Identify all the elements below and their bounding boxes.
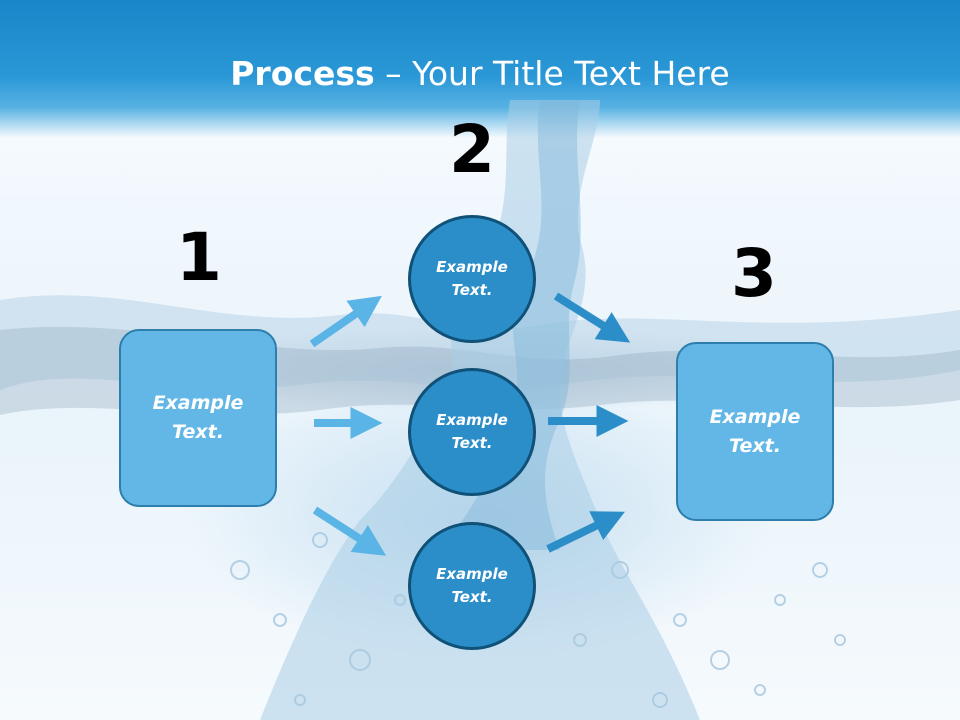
step-2-circle-middle[interactable]: Example Text.	[408, 368, 536, 496]
title-banner	[0, 0, 960, 138]
circle-top-text-line2: Text.	[451, 281, 493, 299]
title-bold: Process	[230, 54, 375, 93]
step-2-circle-top[interactable]: Example Text.	[408, 215, 536, 343]
arrow-box1-to-circle-top	[309, 295, 382, 348]
arrow-box1-to-circle-bottom	[312, 506, 387, 556]
step-1-text-line2: Text.	[172, 421, 224, 443]
step-3-text-line1: Example	[709, 405, 801, 428]
circle-middle-text-line2: Text.	[451, 434, 493, 452]
arrow-circle-bottom-to-box3	[546, 511, 625, 553]
step-number-2: 2	[449, 111, 495, 188]
step-1-text-line1: Example	[152, 392, 244, 414]
title-rest: – Your Title Text Here	[374, 54, 730, 93]
step-number-3: 3	[731, 235, 777, 312]
step-3-box[interactable]: Example Text.	[676, 342, 834, 521]
step-number-1: 1	[176, 219, 222, 296]
circle-bottom-text-line1: Example	[436, 565, 508, 583]
step-1-box[interactable]: Example Text.	[119, 329, 277, 507]
step-2-circle-bottom[interactable]: Example Text.	[408, 522, 536, 650]
circle-bottom-text-line2: Text.	[451, 588, 493, 606]
arrow-circle-top-to-box3	[553, 292, 631, 343]
circle-top-text-line1: Example	[436, 258, 508, 276]
step-3-text-line2: Text.	[729, 434, 781, 457]
circle-middle-text-line1: Example	[436, 411, 508, 429]
page-title: Process – Your Title Text Here	[0, 52, 960, 96]
